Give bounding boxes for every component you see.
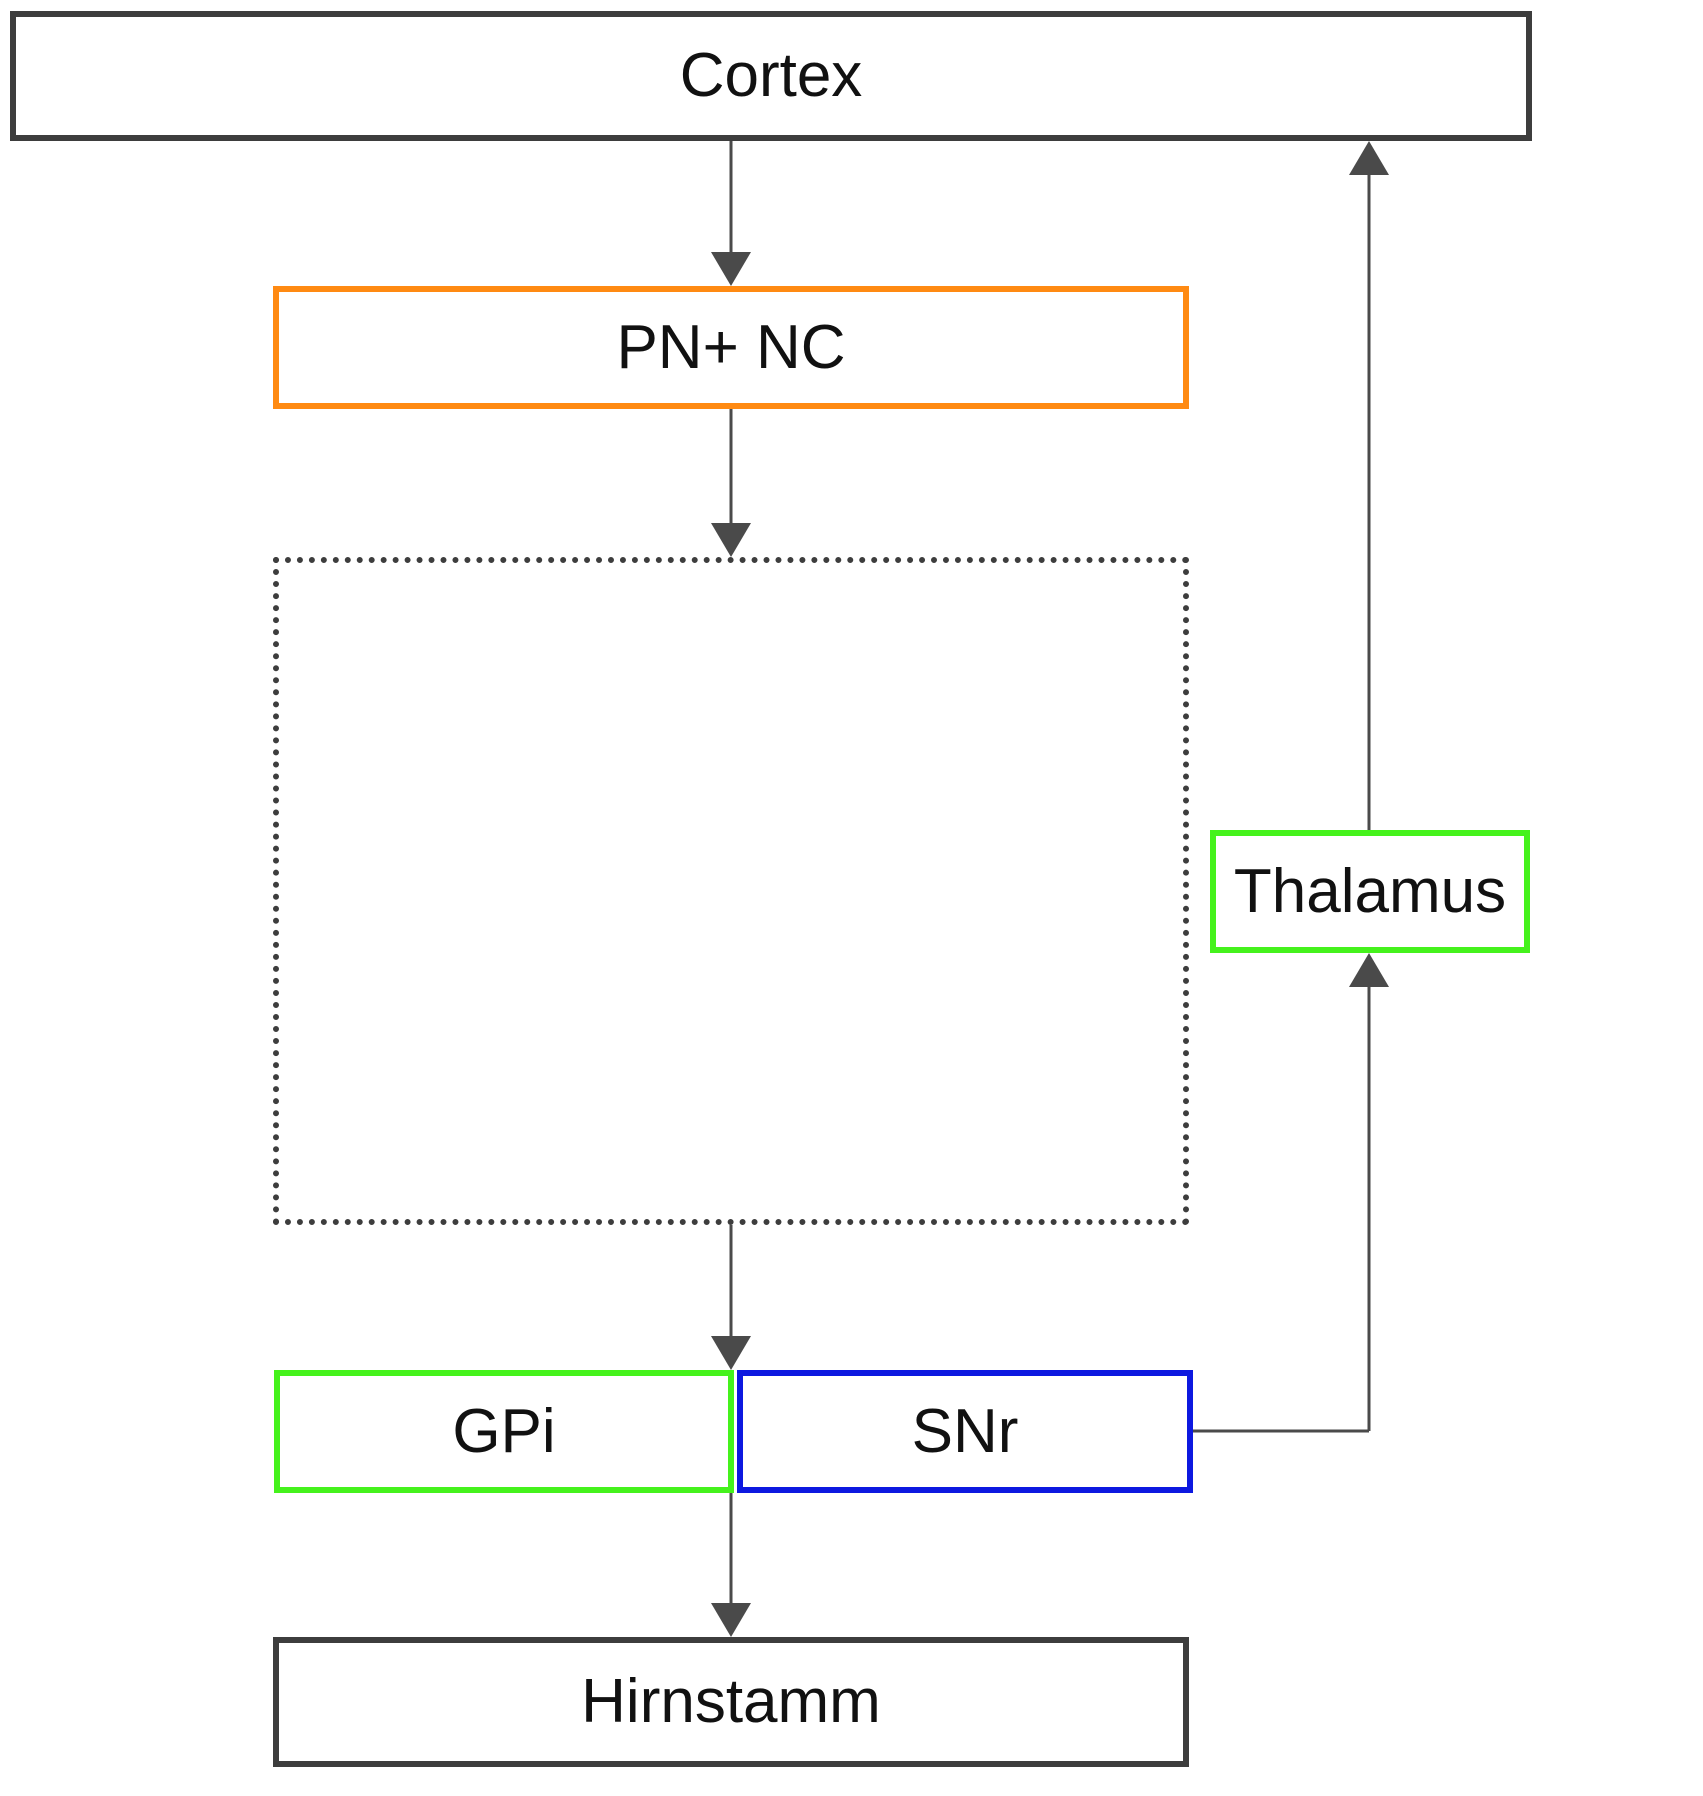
cortex-label: Cortex (679, 41, 863, 110)
thalamus-label: Thalamus (1233, 856, 1507, 926)
arrowhead-snr-to-thalamus (1349, 953, 1389, 987)
pn-nc-label: PN+ NC (616, 312, 846, 382)
gpi-label: GPi (452, 1396, 556, 1466)
edge-lines (729, 141, 1371, 1606)
cortex-box: Cortex (10, 11, 1532, 141)
arrowhead-pn-nc-to-region (711, 523, 751, 557)
hirnstamm-box: Hirnstamm (273, 1637, 1189, 1767)
dotted-region-box (273, 557, 1189, 1225)
pn-nc-box: PN+ NC (273, 286, 1189, 409)
gpi-box: GPi (274, 1370, 734, 1493)
thalamus-box: Thalamus (1210, 830, 1530, 953)
arrowhead-gpi-snr-to-hirnstamm (711, 1603, 751, 1637)
arrowheads (711, 141, 1389, 1637)
arrowhead-cortex-to-pn-nc (711, 252, 751, 286)
arrowhead-region-to-gpi-snr (711, 1336, 751, 1370)
snr-label: SNr (911, 1396, 1019, 1466)
hirnstamm-label: Hirnstamm (581, 1667, 881, 1736)
arrowhead-thalamus-to-cortex (1349, 141, 1389, 175)
snr-box: SNr (737, 1370, 1193, 1493)
